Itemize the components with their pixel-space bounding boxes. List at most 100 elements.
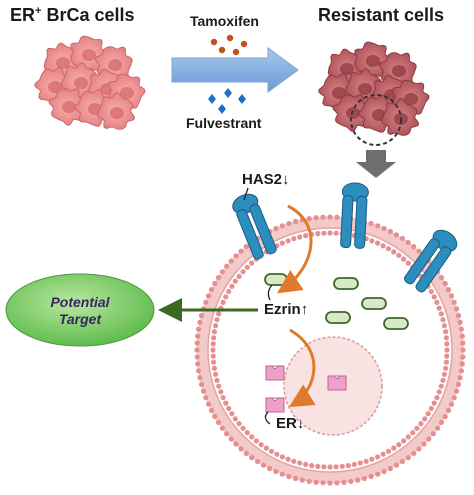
lipid-bead bbox=[448, 401, 455, 407]
lipid-bead bbox=[339, 463, 345, 469]
lipid-bead bbox=[213, 371, 219, 377]
lipid-bead bbox=[215, 419, 222, 425]
lipid-bead bbox=[210, 353, 216, 359]
lipid-bead bbox=[238, 446, 244, 452]
lipid-bead bbox=[327, 480, 333, 486]
lipid-bead bbox=[279, 454, 285, 460]
lipid-bead bbox=[410, 430, 416, 436]
lipid-bead bbox=[208, 287, 215, 293]
lipid-bead bbox=[286, 220, 292, 227]
lipid-bead bbox=[303, 233, 309, 239]
lipid-bead bbox=[387, 465, 393, 472]
lipid-bead bbox=[455, 313, 462, 319]
ezrin-label: Ezrin↑ bbox=[264, 302, 308, 317]
lipid-bead bbox=[249, 260, 255, 266]
lipid-bead bbox=[393, 462, 400, 468]
lipid-bead bbox=[213, 323, 219, 329]
lipid-bead bbox=[244, 264, 250, 270]
lipid-bead bbox=[460, 340, 466, 346]
lipid-bead bbox=[438, 275, 445, 281]
lipid-bead bbox=[285, 238, 291, 244]
lipid-bead bbox=[451, 395, 457, 401]
has2-channel-right bbox=[404, 229, 458, 293]
lipid-bead bbox=[203, 299, 209, 305]
lipid-bead bbox=[321, 464, 327, 470]
lipid-bead bbox=[232, 278, 238, 284]
lipid-bead bbox=[459, 361, 465, 367]
lipid-bead bbox=[375, 223, 381, 229]
lipid-bead bbox=[255, 458, 261, 465]
lipid-bead bbox=[240, 425, 246, 431]
flow-arrow-ezrin-to-er bbox=[288, 328, 316, 408]
lipid-bead bbox=[440, 317, 446, 323]
lipid-bead bbox=[459, 333, 465, 339]
lipid-bead bbox=[435, 425, 441, 431]
lipid-bead bbox=[426, 436, 432, 442]
lipid-bead bbox=[445, 407, 452, 413]
lipid-bead bbox=[233, 253, 239, 259]
resistant-cell-nucleus bbox=[340, 63, 354, 75]
lipid-bead bbox=[451, 299, 457, 305]
lipid-bead bbox=[293, 475, 299, 482]
has2-channel-left bbox=[232, 193, 277, 260]
lipid-bead bbox=[411, 244, 417, 250]
lipid-bead bbox=[405, 455, 411, 461]
lipid-bead bbox=[418, 421, 424, 427]
lipid-bead bbox=[279, 223, 285, 229]
er-leader bbox=[264, 411, 271, 425]
resistant-cell-nucleus bbox=[332, 87, 346, 99]
lipid-bead bbox=[441, 323, 447, 329]
resistant-cells-label: Resistant cells bbox=[318, 5, 445, 25]
lipid-bead bbox=[208, 407, 215, 413]
resistant-cell-nucleus bbox=[358, 83, 372, 95]
lipid-bead bbox=[286, 473, 292, 480]
lipid-bead bbox=[428, 288, 434, 295]
lipid-bead bbox=[385, 246, 392, 252]
lipid-bead bbox=[279, 471, 285, 477]
lipid-bead bbox=[303, 461, 309, 467]
er-positive-cell-nucleus bbox=[74, 77, 88, 89]
lipid-bead bbox=[444, 347, 450, 353]
lipid-bead bbox=[212, 413, 218, 420]
lipid-bead bbox=[416, 446, 422, 452]
lipid-bead bbox=[443, 365, 449, 371]
er-positive-label-suffix: BrCa cells bbox=[41, 5, 135, 25]
lipid-bead bbox=[194, 347, 200, 353]
lipid-bead bbox=[224, 263, 230, 269]
lipid-bead bbox=[306, 478, 312, 484]
lipid-bead bbox=[279, 240, 285, 246]
tamoxifen-label: Tamoxifen bbox=[190, 13, 259, 29]
lipid-bead bbox=[401, 438, 407, 444]
has2-leader bbox=[243, 187, 249, 201]
lipid-bead bbox=[441, 371, 447, 377]
lipid-bead bbox=[444, 353, 450, 359]
lipid-bead bbox=[375, 471, 381, 477]
lipid-bead bbox=[436, 305, 442, 311]
lipid-bead bbox=[238, 248, 244, 254]
lipid-bead bbox=[443, 335, 449, 341]
lipid-bead bbox=[434, 299, 440, 305]
ezrin-text: Ezrin bbox=[264, 301, 301, 318]
lipid-bead bbox=[232, 416, 238, 422]
lipid-bead bbox=[229, 283, 235, 289]
lipid-bead bbox=[453, 306, 460, 312]
lipid-bead bbox=[455, 381, 462, 387]
lipid-bead bbox=[218, 389, 224, 395]
lipid-bead bbox=[211, 365, 217, 371]
lipid-bead bbox=[195, 333, 201, 339]
lipid-bead bbox=[236, 273, 242, 279]
lipid-bead bbox=[320, 480, 326, 486]
lipid-bead bbox=[212, 280, 218, 287]
lipid-bead bbox=[428, 405, 434, 412]
lipid-bead bbox=[405, 260, 411, 266]
er-positive-cell-nucleus bbox=[62, 101, 76, 113]
lipid-bead bbox=[444, 341, 450, 347]
resistant-cell-nucleus bbox=[404, 93, 418, 105]
lipid-bead bbox=[198, 381, 205, 387]
er-positive-cell-nucleus bbox=[56, 57, 70, 69]
resistant-cell-nucleus bbox=[392, 65, 406, 77]
lipid-bead bbox=[405, 239, 411, 245]
lipid-bead bbox=[399, 235, 405, 242]
lipid-bead bbox=[240, 269, 246, 275]
